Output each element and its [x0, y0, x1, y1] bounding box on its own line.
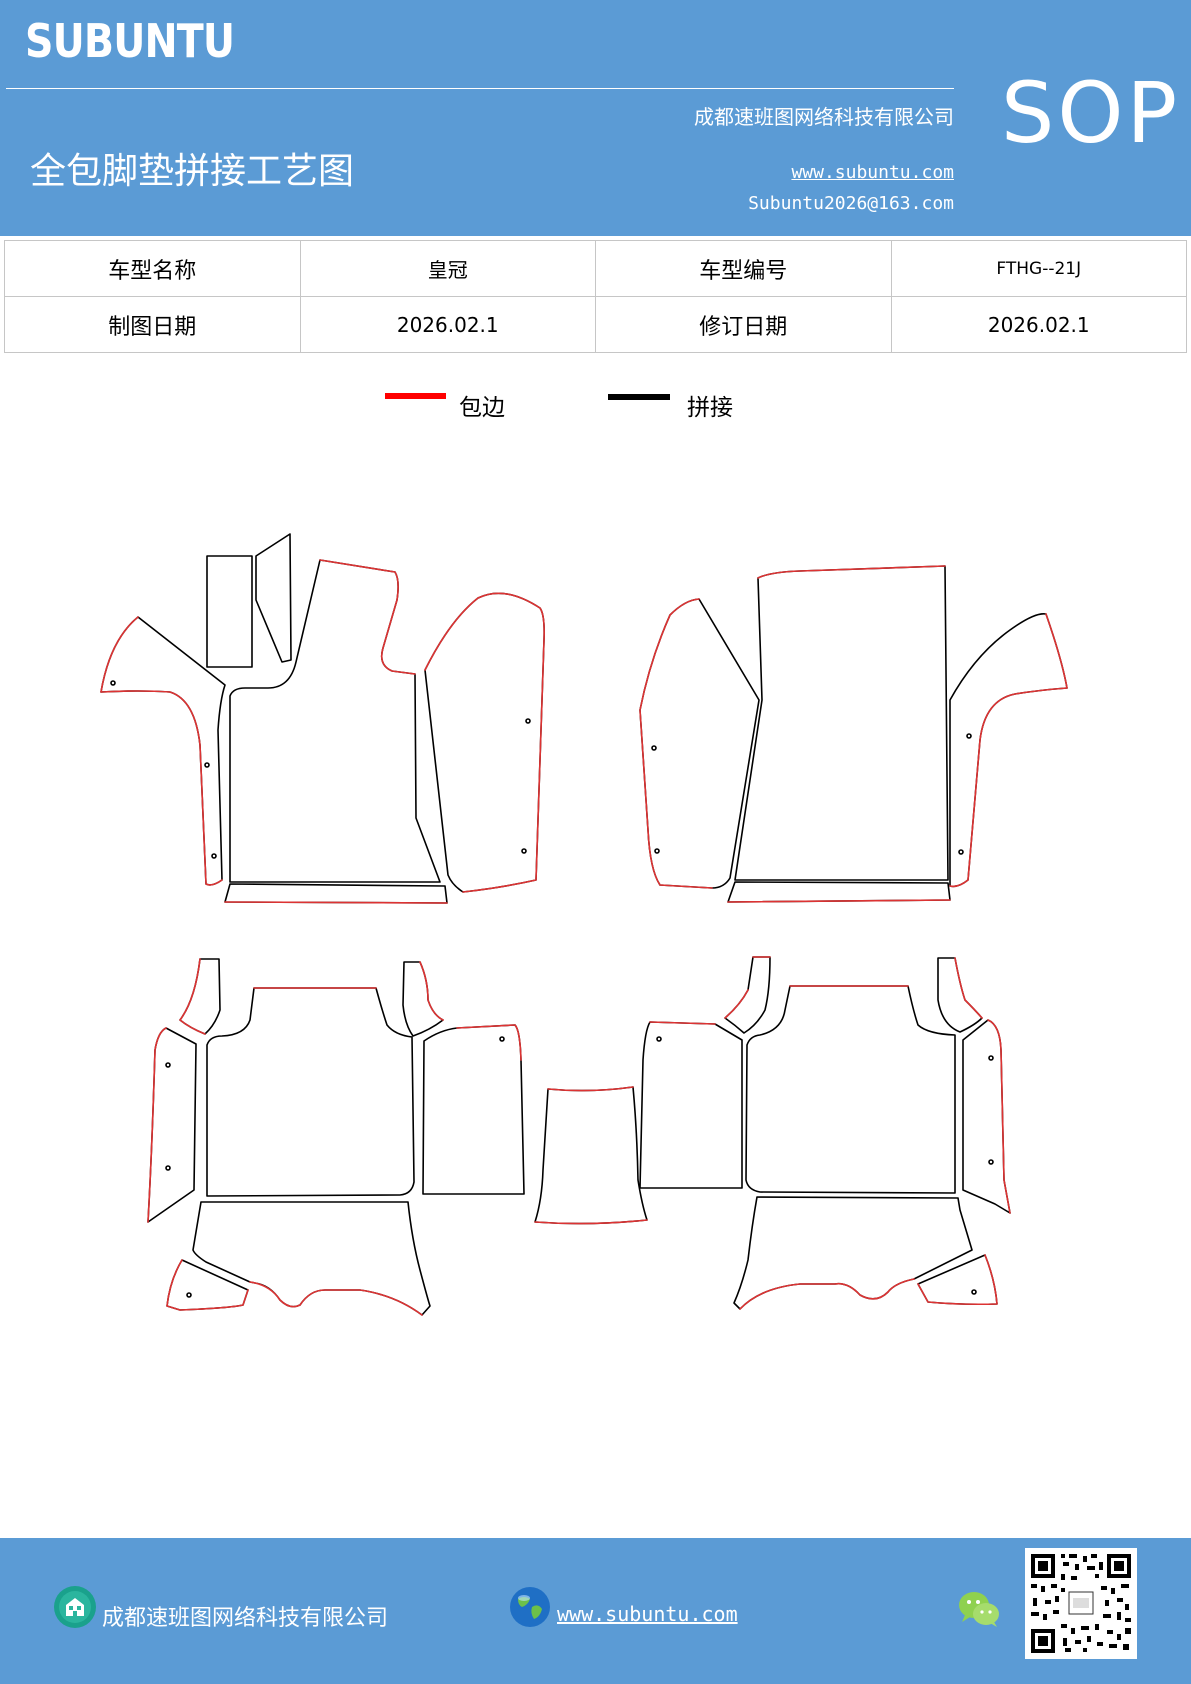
mat-hole	[654, 848, 660, 854]
mat-edge	[987, 1019, 1011, 1214]
mat-hole	[651, 745, 657, 751]
wechat-icon[interactable]	[957, 1589, 1001, 1629]
mat-piece	[727, 881, 951, 903]
mat-hole	[525, 718, 531, 724]
rear-left-mat	[147, 958, 525, 1316]
mat-hole	[165, 1062, 171, 1068]
mat-edge	[100, 616, 223, 886]
footer-website-link[interactable]: www.subuntu.com	[557, 1602, 738, 1626]
mat-piece	[724, 956, 771, 1034]
mat-piece	[639, 598, 760, 889]
mat-hole	[521, 848, 527, 854]
email-address: Subuntu2026@163.com	[748, 193, 954, 214]
mat-piece	[206, 987, 415, 1197]
mat-hole	[204, 762, 210, 768]
legend-edge-swatch	[385, 393, 446, 399]
draw-date-value: 2026.02.1	[299, 296, 596, 353]
building-icon	[54, 1586, 96, 1628]
mat-edge	[649, 1021, 716, 1025]
page-header: SUBUNTU 成都速班图网络科技有限公司 全包脚垫拼接工艺图 www.subu…	[0, 0, 1191, 236]
mat-piece	[917, 1254, 998, 1306]
mat-piece	[229, 559, 441, 883]
mat-edge	[179, 958, 206, 1035]
qr-code[interactable]	[1025, 1548, 1137, 1659]
mat-edge	[319, 559, 416, 675]
mat-piece	[639, 1021, 743, 1189]
page-footer: 成都速班图网络科技有限公司 www.subuntu.com	[0, 1538, 1191, 1684]
mat-hole	[988, 1159, 994, 1165]
mat-edge	[249, 1281, 423, 1316]
mat-piece	[534, 1086, 648, 1225]
mat-piece	[402, 961, 444, 1037]
mat-edge	[639, 598, 713, 889]
model-name-label: 车型名称	[4, 240, 301, 297]
mat-edge	[419, 961, 444, 1021]
mat-piece	[937, 957, 983, 1033]
mat-edge	[166, 1259, 249, 1311]
mat-hole	[110, 680, 116, 686]
mat-edge	[456, 1024, 522, 1061]
rev-date-value: 2026.02.1	[890, 296, 1187, 353]
mat-edge	[949, 613, 1068, 888]
mat-hole	[656, 1036, 662, 1042]
footer-company-name: 成都速班图网络科技有限公司	[102, 1606, 389, 1631]
mat-edge	[757, 565, 946, 579]
mat-edge	[954, 957, 983, 1019]
legend-edge-label: 包边	[459, 395, 505, 421]
mat-piece	[949, 613, 1068, 888]
mat-piece	[422, 1024, 525, 1195]
mat-hole	[988, 1055, 994, 1061]
floor-mat-diagram	[100, 533, 1068, 1316]
header-divider	[6, 88, 954, 89]
mat-piece	[206, 555, 253, 668]
table-row: 制图日期 2026.02.1 修订日期 2026.02.1	[4, 296, 1187, 353]
center-hump-mat	[534, 1086, 648, 1225]
mat-hole	[966, 733, 972, 739]
table-row: 车型名称 皇冠 车型编号 FTHG--21J	[4, 240, 1187, 297]
mat-edge	[547, 1086, 634, 1092]
sop-label: SOP	[1001, 64, 1181, 162]
mat-hole	[499, 1036, 505, 1042]
model-info-table: 车型名称 皇冠 车型编号 FTHG--21J 制图日期 2026.02.1 修订…	[4, 240, 1187, 353]
mat-piece	[179, 958, 221, 1035]
mat-edge	[739, 1278, 915, 1310]
mat-edge	[727, 899, 951, 903]
draw-date-label: 制图日期	[4, 296, 301, 353]
mat-piece	[745, 985, 956, 1194]
mat-hole	[958, 849, 964, 855]
mat-edge	[224, 901, 448, 904]
globe-icon	[510, 1587, 550, 1627]
front-right-mat	[639, 565, 1068, 903]
model-no-value: FTHG--21J	[890, 240, 1187, 297]
mat-piece	[734, 565, 949, 881]
legend-join-label: 拼接	[687, 395, 733, 421]
rev-date-label: 修订日期	[595, 296, 892, 353]
mat-edge	[534, 1219, 648, 1225]
mat-piece	[733, 1196, 973, 1310]
mat-hole	[971, 1289, 977, 1295]
front-left-mat	[100, 533, 545, 904]
mat-piece	[224, 883, 448, 904]
mat-piece	[166, 1259, 249, 1311]
mat-hole	[186, 1292, 192, 1298]
model-no-label: 车型编号	[595, 240, 892, 297]
mat-piece	[192, 1201, 431, 1316]
mat-hole	[211, 853, 217, 859]
mat-edge	[724, 989, 749, 1019]
mat-hole	[165, 1165, 171, 1171]
model-name-value: 皇冠	[299, 240, 596, 297]
brand-logo: SUBUNTU	[25, 14, 235, 68]
company-name: 成都速班图网络科技有限公司	[694, 105, 954, 129]
mat-piece	[255, 533, 292, 663]
rear-right-mat	[639, 956, 1011, 1310]
page-title: 全包脚垫拼接工艺图	[30, 151, 355, 192]
mat-edge	[917, 1254, 998, 1306]
website-link[interactable]: www.subuntu.com	[791, 162, 954, 183]
legend-join-swatch	[608, 394, 670, 400]
mat-edge	[424, 592, 545, 893]
mat-edge	[147, 1027, 167, 1223]
